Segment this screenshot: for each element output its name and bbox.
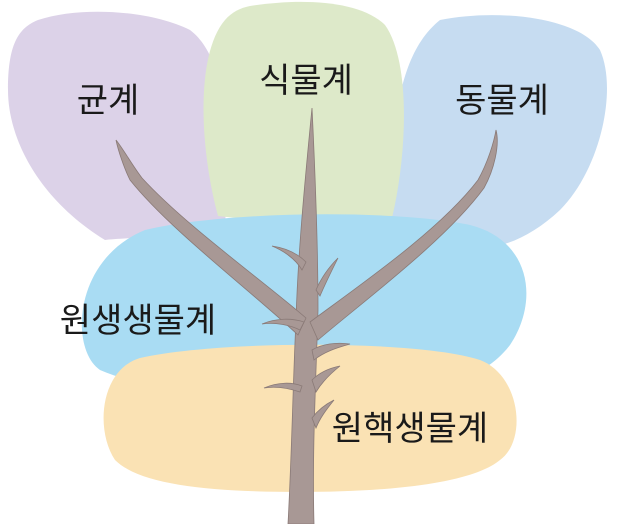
branch-fungi [115, 139, 307, 336]
branch-animals [309, 129, 498, 341]
twig-5 [263, 382, 303, 393]
twig-3 [261, 318, 305, 331]
region-fungi [8, 11, 228, 241]
twig-6 [311, 365, 341, 393]
twig-7 [311, 399, 335, 430]
label-fungi: 균계 [77, 81, 140, 121]
twig-2 [315, 257, 339, 297]
tree-trunk-and-branches [115, 107, 498, 524]
twig-1 [271, 245, 307, 271]
twig-4 [311, 342, 351, 361]
region-plants [203, 1, 404, 221]
label-prokaryotes: 원핵생물계 [332, 409, 488, 449]
label-plants: 식물계 [259, 61, 353, 101]
label-protists: 원생생물계 [60, 301, 216, 341]
label-animals: 동물계 [455, 81, 549, 121]
